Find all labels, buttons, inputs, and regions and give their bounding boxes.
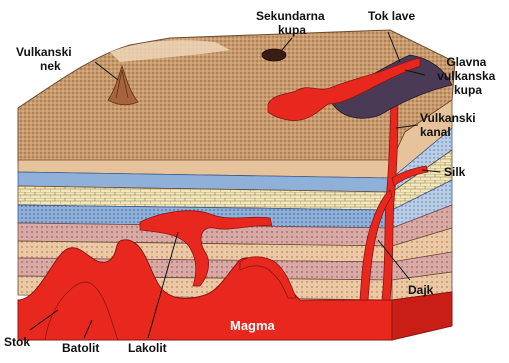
label-tok-lave: Tok lave <box>368 9 415 23</box>
magma-side <box>392 292 452 340</box>
label-stok: Stok <box>4 335 30 349</box>
label-batolit: Batolit <box>62 341 99 355</box>
label-vulkanski-nek: Vulkanski nek <box>16 45 75 73</box>
label-dajk: Dajk <box>408 283 434 297</box>
label-magma: Magma <box>230 318 276 333</box>
label-lakolit: Lakolit <box>128 341 167 355</box>
label-silk: Silk <box>444 165 466 179</box>
label-vulkanski-kanal: Vulkanski kanal <box>420 111 479 139</box>
secondary-cone <box>262 49 286 61</box>
